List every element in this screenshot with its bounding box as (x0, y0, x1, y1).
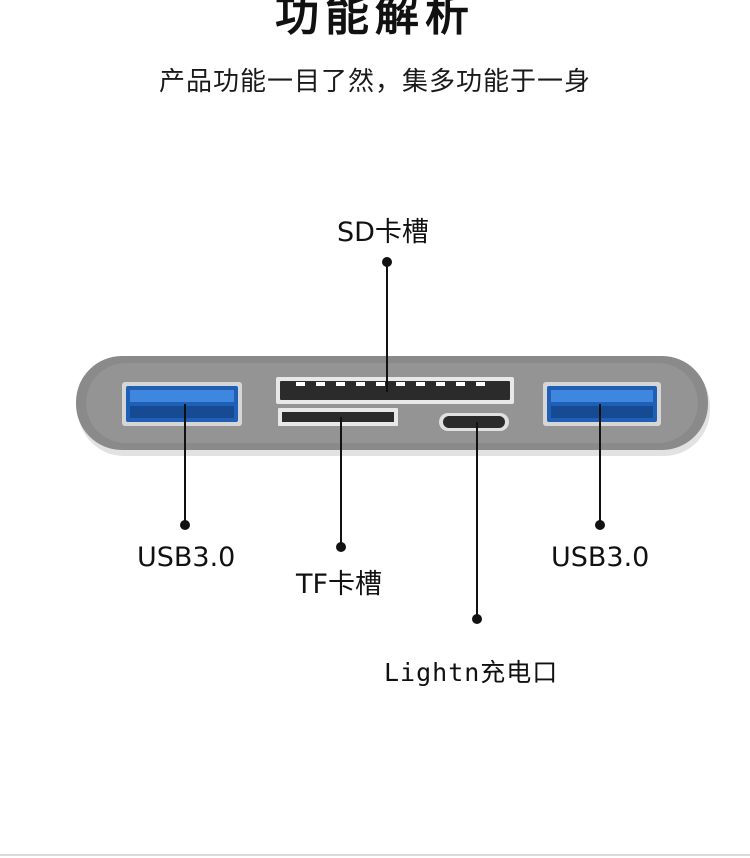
page-title: 功能解析 (275, 0, 475, 41)
usb-port-left (122, 382, 242, 426)
tf-card-slot (278, 408, 398, 426)
marker-usb-right (595, 520, 605, 530)
lightning-port-label: Lightn充电口 (384, 658, 559, 687)
usb-port-right (543, 382, 661, 426)
usb-right-label: USB3.0 (551, 542, 650, 573)
sd-card-slot (276, 377, 514, 404)
marker-sd (382, 257, 392, 267)
marker-lightning (472, 614, 482, 624)
lightning-port (439, 413, 509, 431)
sd-slot-label: SD卡槽 (337, 217, 429, 248)
bottom-divider (0, 854, 750, 856)
marker-tf (336, 542, 346, 552)
usb-left-label: USB3.0 (137, 542, 236, 573)
marker-usb-left (180, 520, 190, 530)
page-subtitle: 产品功能一目了然，集多功能于一身 (158, 67, 591, 97)
tf-slot-label: TF卡槽 (296, 569, 383, 600)
